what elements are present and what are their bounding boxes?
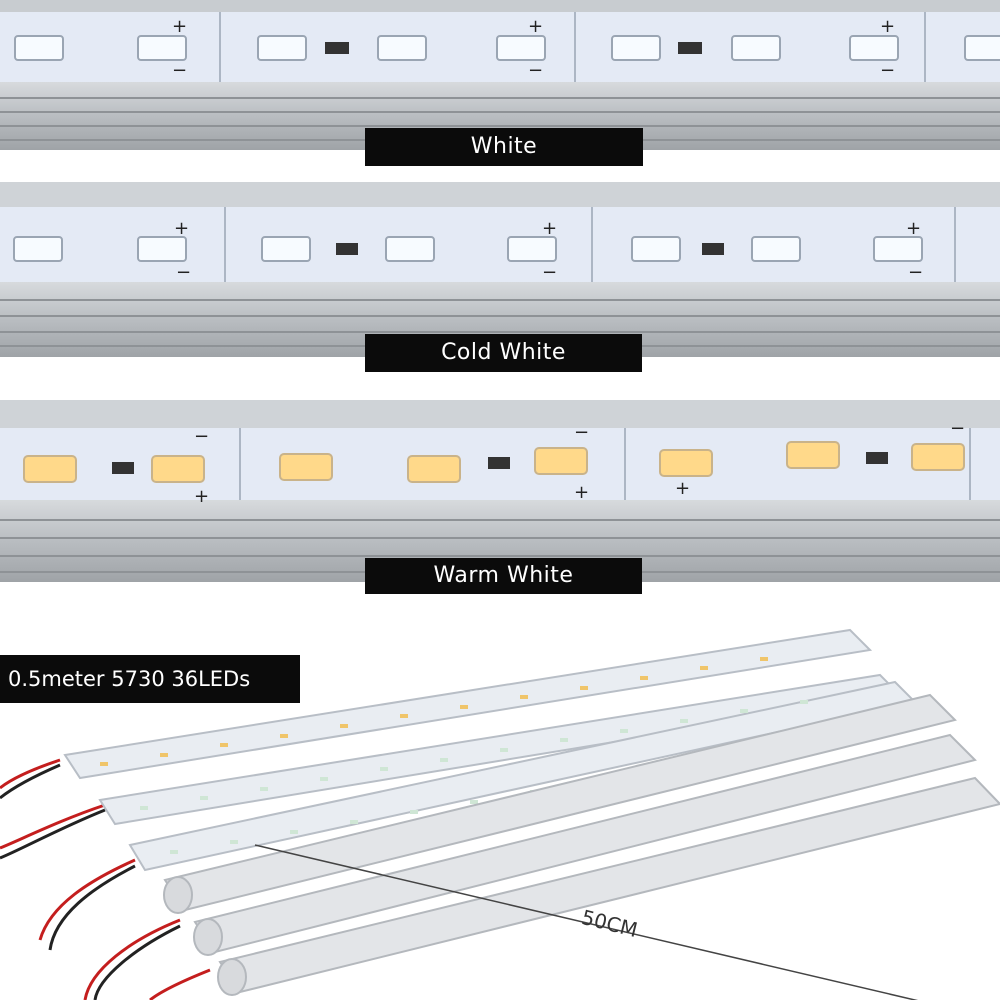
svg-text:+: +	[172, 16, 187, 37]
svg-text:−: −	[194, 426, 209, 447]
svg-text:+: +	[542, 218, 557, 239]
svg-text:−: −	[574, 422, 589, 443]
led-strip-warm-white-image: + − + − + −	[0, 400, 1000, 582]
svg-text:+: +	[880, 16, 895, 37]
label-white: White	[365, 128, 643, 166]
led-strip-cold-white-image: + − + − + −	[0, 182, 1000, 357]
svg-text:−: −	[176, 262, 191, 283]
svg-text:+: +	[528, 16, 543, 37]
label-warm-white: Warm White	[365, 558, 642, 594]
svg-text:+: +	[906, 218, 921, 239]
led-strip-cold-white: + − + − + −	[0, 182, 1000, 357]
svg-text:−: −	[528, 60, 543, 81]
spec-badge: 0.5meter 5730 36LEDs	[0, 655, 300, 703]
svg-text:−: −	[542, 262, 557, 283]
svg-text:+: +	[675, 478, 690, 499]
svg-text:+: +	[574, 482, 589, 503]
svg-text:−: −	[880, 60, 895, 81]
svg-text:−: −	[908, 262, 923, 283]
svg-text:+: +	[174, 218, 189, 239]
label-cold-white: Cold White	[365, 334, 642, 372]
svg-text:+: +	[194, 486, 209, 507]
svg-text:−: −	[172, 60, 187, 81]
product-bars-photo	[0, 628, 1000, 1000]
led-strip-warm-white: + − + − + −	[0, 400, 1000, 582]
svg-text:−: −	[950, 418, 965, 439]
